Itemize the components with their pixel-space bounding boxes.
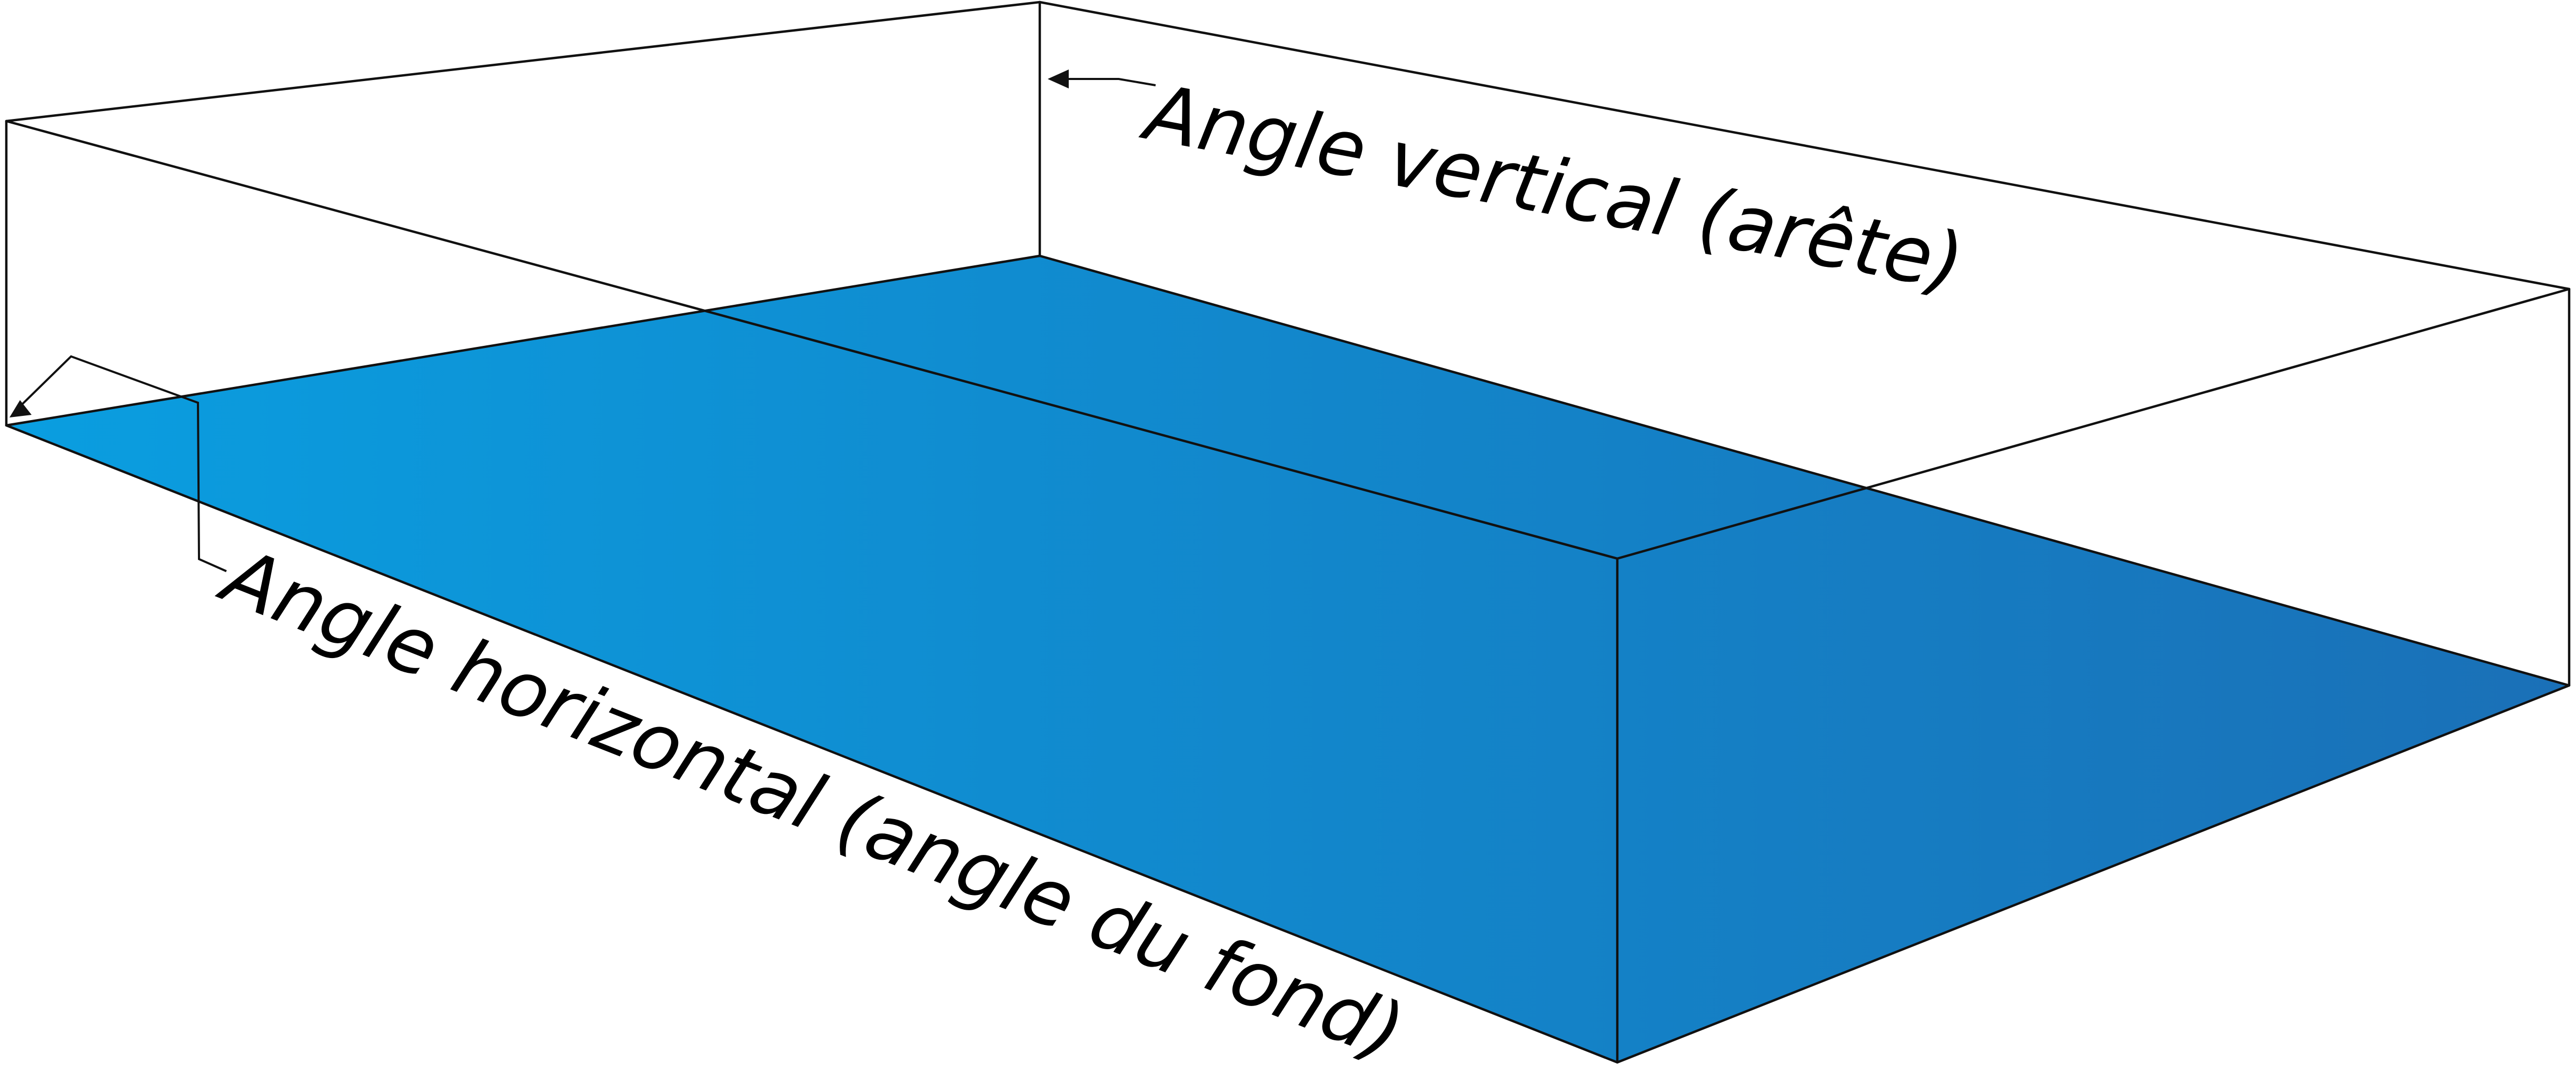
- vertical-angle-label: Angle vertical (arête): [1135, 66, 1971, 308]
- horizontal-angle-arrowhead: [9, 400, 32, 417]
- horizontal-angle-leader: [21, 355, 227, 572]
- vertical-angle-leader: [1065, 78, 1156, 86]
- vertical-angle-arrowhead: [1048, 69, 1069, 88]
- pool-floor: [6, 256, 2569, 1062]
